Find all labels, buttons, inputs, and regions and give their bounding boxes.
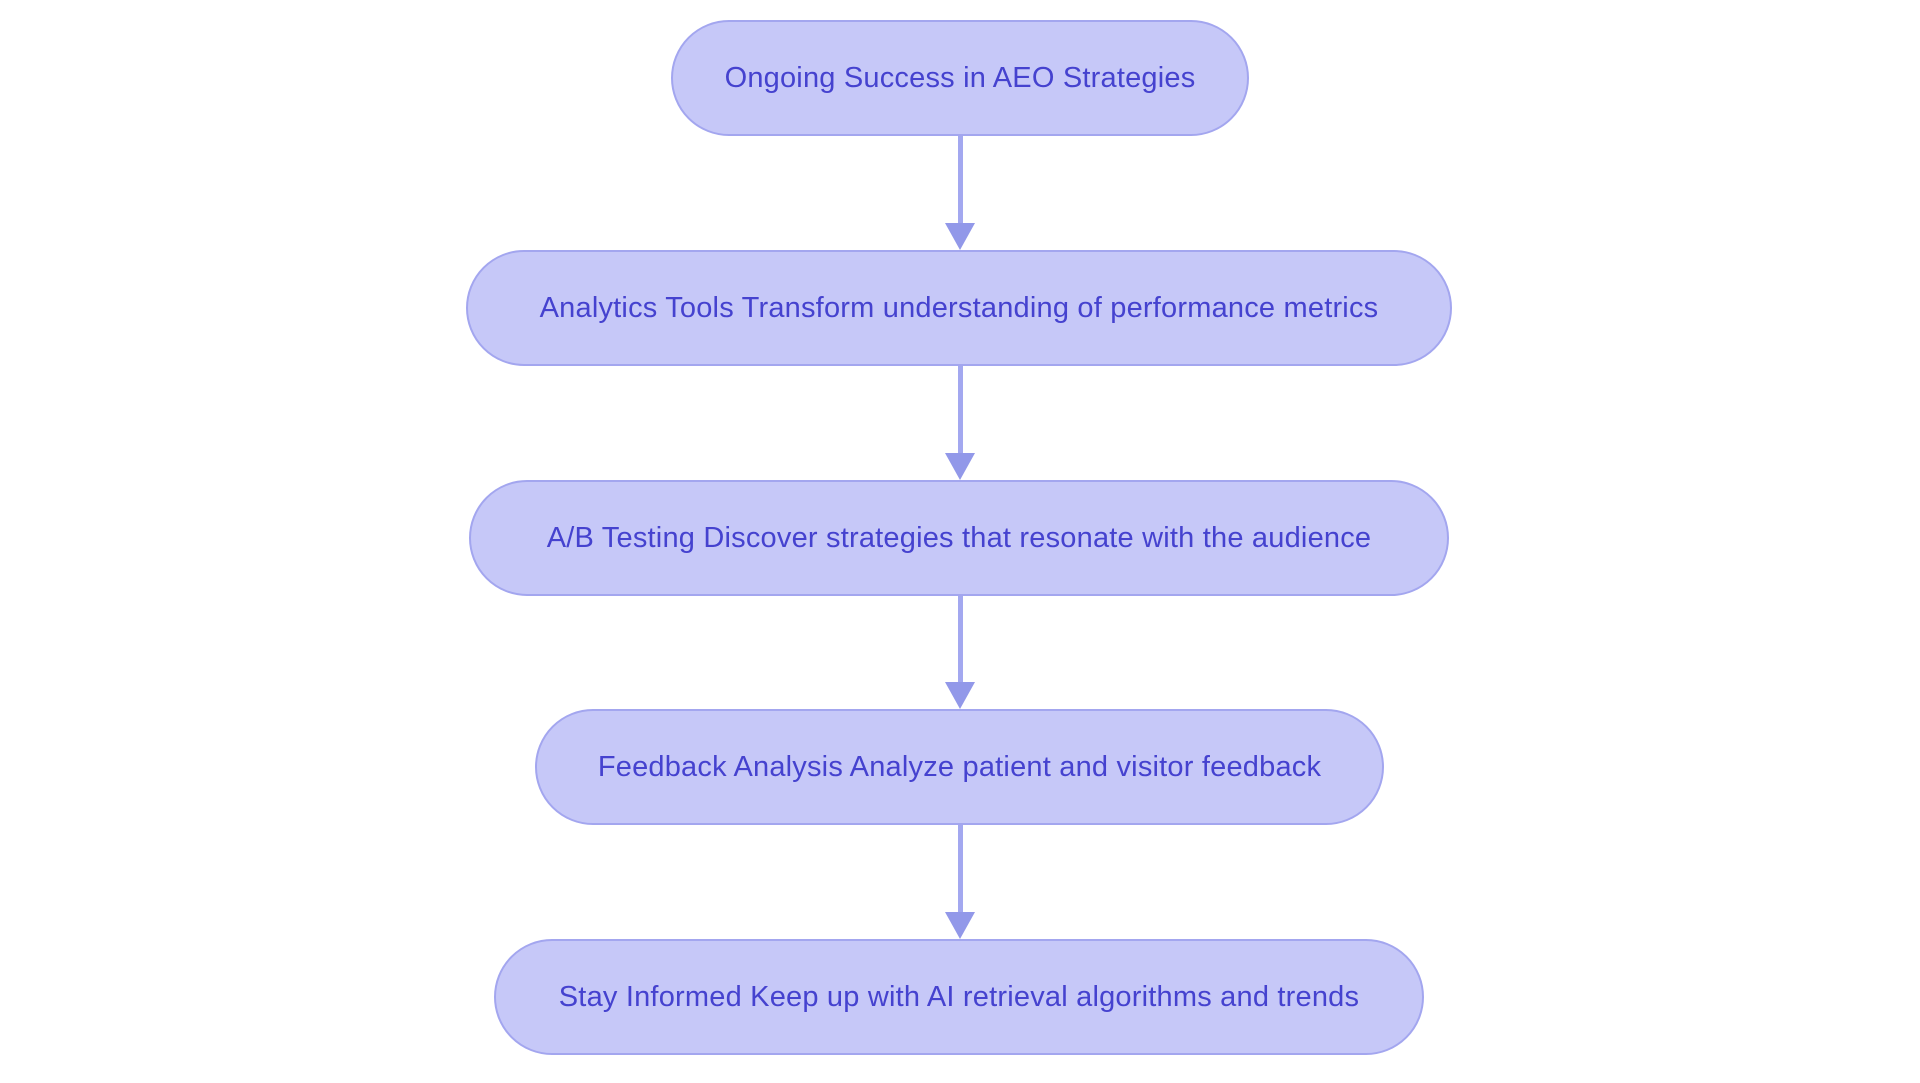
flow-arrow-1 [944,136,976,250]
flowchart-node-stay-informed: Stay Informed Keep up with AI retrieval … [494,939,1424,1055]
flowchart-node-ongoing-success: Ongoing Success in AEO Strategies [671,20,1249,136]
flow-arrow-4 [944,825,976,939]
arrow-stem [957,366,963,453]
arrowhead-down-icon [945,912,975,939]
flowchart-node-feedback-analysis: Feedback Analysis Analyze patient and vi… [535,709,1384,825]
flow-arrow-3 [944,596,976,709]
node-label: Stay Informed Keep up with AI retrieval … [558,980,1360,1013]
arrowhead-down-icon [945,223,975,250]
arrow-stem [957,825,963,912]
arrowhead-down-icon [945,453,975,480]
flowchart-node-analytics-tools: Analytics Tools Transform understanding … [466,250,1452,366]
node-label: Analytics Tools Transform understanding … [539,291,1379,324]
arrowhead-down-icon [945,682,975,709]
flowchart-node-ab-testing: A/B Testing Discover strategies that res… [469,480,1449,596]
arrow-stem [957,596,963,682]
flow-arrow-2 [944,366,976,480]
arrow-stem [957,136,963,223]
node-label: Feedback Analysis Analyze patient and vi… [597,750,1322,783]
node-label: Ongoing Success in AEO Strategies [724,61,1196,94]
node-label: A/B Testing Discover strategies that res… [546,521,1372,554]
